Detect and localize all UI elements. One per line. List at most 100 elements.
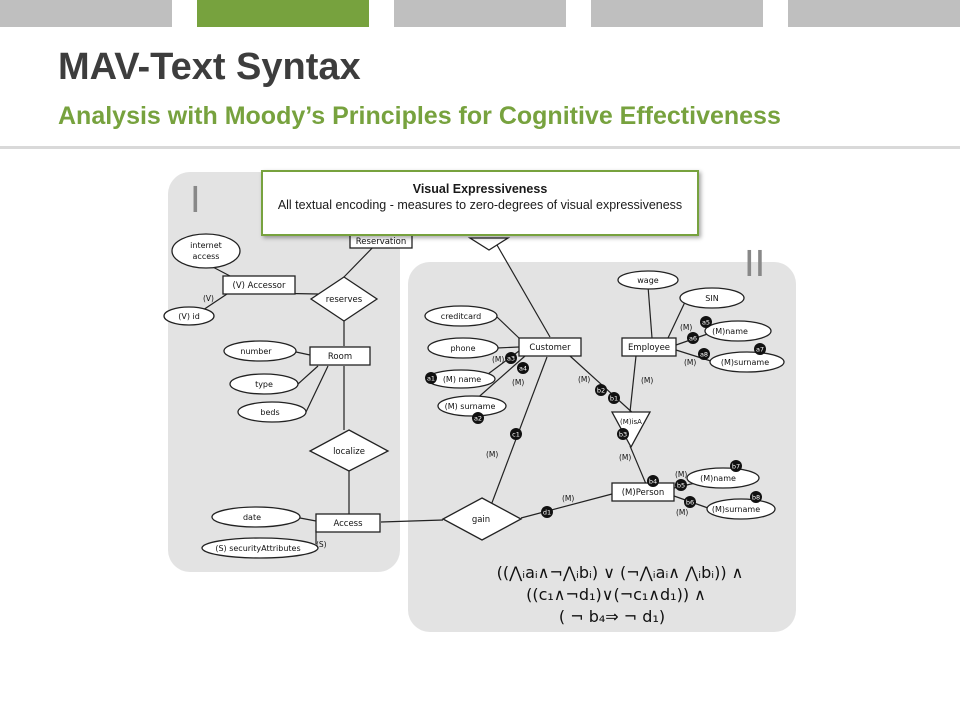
entity-accessor [222, 275, 296, 295]
entity-employee [621, 337, 677, 357]
marker-b6-label: b6 [686, 499, 694, 507]
entity-accessor-label: (V) Accessor [233, 281, 286, 291]
header-divider [0, 146, 960, 149]
marker-a8 [698, 348, 710, 360]
marker-a4 [517, 362, 529, 374]
edge-label-m-phone: (M) [492, 355, 504, 364]
attribute-employee-name-label: (M)name [712, 327, 748, 336]
marker-a2-label: a2 [474, 415, 482, 423]
marker-a5 [700, 316, 712, 328]
attribute-person-surname-label: (M)surname [712, 505, 760, 514]
entity-room-label: Room [328, 352, 352, 362]
marker-a4-label: a4 [519, 365, 527, 373]
attribute-person-name-label: (M)name [700, 474, 736, 483]
relationship-gain [441, 497, 523, 541]
marker-a7 [754, 343, 766, 355]
entity-customer-label: Customer [529, 343, 571, 353]
entity-person-label: (M)Person [622, 488, 665, 498]
marker-b7-label: b7 [732, 463, 740, 471]
marker-a7-label: a7 [756, 346, 764, 354]
attribute-creditcard-label: creditcard [441, 312, 481, 321]
entity-access [315, 513, 381, 533]
marker-b3-label: b3 [619, 431, 627, 439]
relationship-top-partial [467, 237, 511, 251]
nav-tab-1[interactable] [0, 0, 172, 27]
marker-a3 [505, 352, 517, 364]
marker-b2-label: b2 [597, 387, 605, 395]
nav-tab-5[interactable] [788, 0, 960, 27]
page-title: MAV-Text Syntax [58, 46, 361, 88]
entity-room [309, 346, 371, 366]
marker-b8 [750, 491, 762, 503]
marker-a5-label: a5 [702, 319, 710, 327]
marker-b8-label: b8 [752, 494, 760, 502]
marker-a3-label: a3 [507, 355, 515, 363]
callout-title: Visual Expressiveness [412, 182, 548, 196]
attribute-beds [237, 401, 307, 423]
attribute-phone [427, 337, 499, 359]
attribute-sin [679, 287, 745, 309]
edge-label-m-gain: (M) [562, 494, 574, 503]
marker-d1 [541, 506, 553, 518]
relationship-gain-label: gain [472, 515, 490, 525]
attribute-wage-label: wage [637, 276, 659, 285]
attribute-date-label: date [243, 513, 261, 522]
attribute-type [229, 373, 299, 395]
attribute-security [201, 537, 319, 559]
entity-access-label: Access [333, 519, 363, 529]
visual-expressiveness-callout: Visual Expressiveness All textual encodi… [261, 170, 699, 236]
attribute-customer-surname-label: (M) surname [445, 402, 496, 411]
entity-reservation-label: Reservation [356, 237, 406, 247]
nav-tab-4[interactable] [591, 0, 763, 27]
marker-c1 [510, 428, 522, 440]
attribute-number-label: number [240, 347, 272, 356]
edge-label-m-isa: (M) [619, 453, 631, 462]
attribute-number [223, 340, 297, 362]
nav-tab-2-active[interactable] [197, 0, 369, 27]
marker-b4-label: b4 [649, 478, 657, 486]
edge-label-s: (S) [316, 540, 327, 549]
region-one-label: I [190, 180, 201, 221]
formula-line-1: ((⋀ᵢaᵢ∧¬⋀ᵢbᵢ) ∨ (¬⋀ᵢaᵢ∧ ⋀ᵢbᵢ)) ∧ [497, 563, 744, 582]
edge-label-m-name: (M) [512, 378, 524, 387]
attribute-date [211, 506, 301, 528]
marker-b7 [730, 460, 742, 472]
edge-label-m-c1: (M) [486, 450, 498, 459]
marker-a8-label: a8 [700, 351, 708, 359]
marker-d1-label: d1 [543, 509, 551, 517]
attribute-employee-name [704, 320, 772, 342]
attribute-v-id-label: (V) id [178, 312, 200, 321]
edge-label-m-b1: (M) [578, 375, 590, 384]
edge-label-m-p-surname: (M) [676, 508, 688, 517]
region-one-background [168, 172, 400, 572]
marker-b6 [684, 496, 696, 508]
attribute-person-surname [706, 498, 776, 520]
marker-a1-label: a1 [427, 375, 435, 383]
callout-body: All textual encoding - measures to zero-… [277, 198, 683, 212]
marker-a2 [472, 412, 484, 424]
edge-label-m-e-name: (M) [680, 323, 692, 332]
edge-label-m-e-surname: (M) [684, 358, 696, 367]
marker-b2 [595, 384, 607, 396]
marker-a1 [425, 372, 437, 384]
marker-b5-label: b5 [677, 482, 685, 490]
attribute-internet-label-1: internet [190, 241, 222, 250]
nav-tab-3[interactable] [394, 0, 566, 27]
page-subtitle: Analysis with Moody’s Principles for Cog… [58, 102, 781, 130]
marker-b5 [675, 479, 687, 491]
edge-label-v: (V) [203, 294, 214, 303]
attribute-phone-label: phone [450, 344, 475, 353]
marker-b1-label: b1 [610, 395, 618, 403]
relationship-localize [308, 429, 390, 472]
relationship-reserves-label: reserves [326, 295, 363, 305]
region-two-label: II [744, 244, 765, 285]
attribute-wage [617, 270, 679, 290]
attribute-security-label: (S) securityAttributes [215, 544, 300, 553]
formula-line-2: ((c₁∧¬d₁)∨(¬c₁∧d₁)) ∧ [526, 585, 706, 604]
attribute-creditcard [424, 305, 498, 327]
marker-a6-label: a6 [689, 335, 697, 343]
attribute-internet-access [171, 233, 241, 269]
relationship-localize-label: localize [333, 447, 365, 457]
